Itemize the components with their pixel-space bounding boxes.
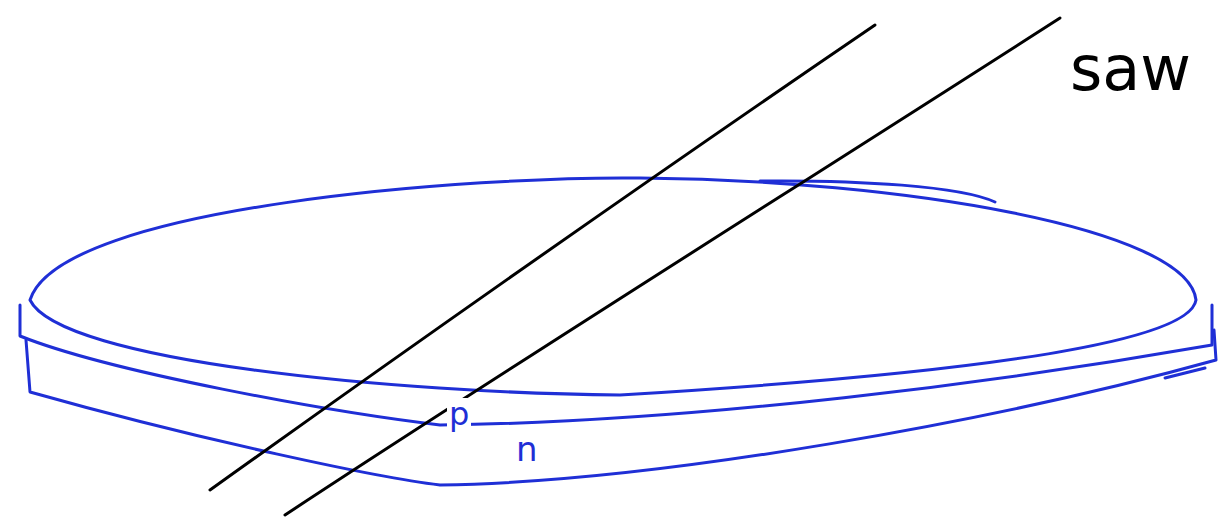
- saw-line: [210, 25, 875, 490]
- wafer-top-ellipse: [30, 178, 1196, 395]
- layer-label: n: [514, 432, 540, 466]
- layer-label: p: [447, 398, 471, 430]
- layer-p-edge: [20, 305, 1212, 425]
- layer-n-edge: [26, 330, 1216, 485]
- saw-label: saw: [1068, 38, 1193, 100]
- saw-line: [285, 18, 1060, 515]
- rim-tick-right: [1165, 368, 1205, 378]
- wafer-rim-tick: [760, 181, 995, 202]
